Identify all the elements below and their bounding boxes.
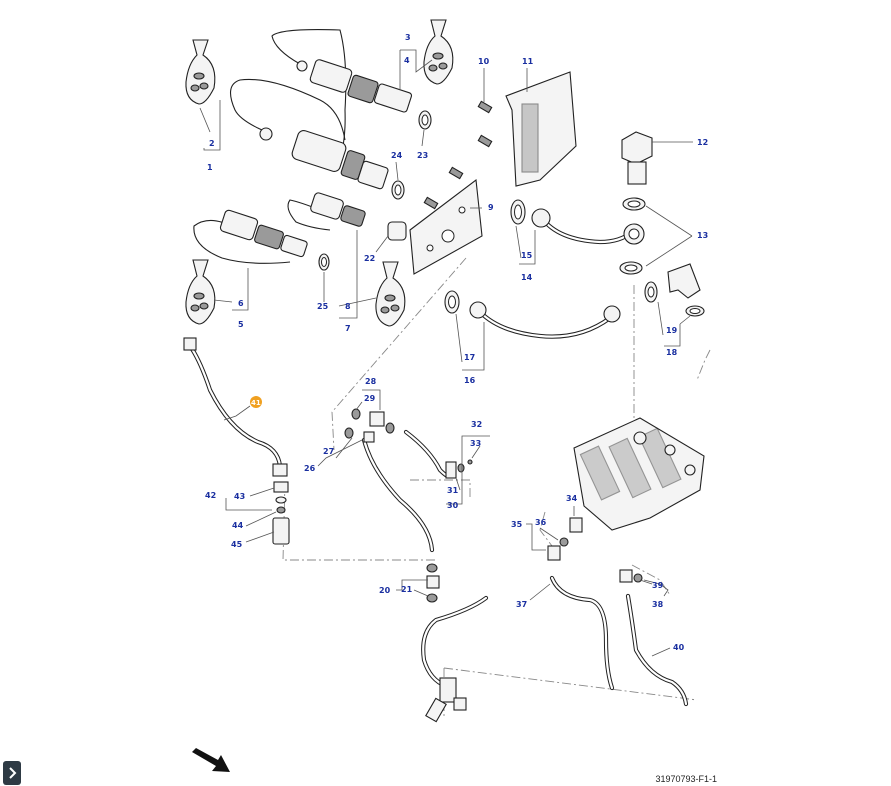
- callout-36[interactable]: 36: [535, 518, 547, 527]
- coupler-cable-middle: [229, 78, 346, 141]
- fittings-34: [547, 517, 583, 561]
- callout-24[interactable]: 24: [391, 151, 403, 160]
- coupler-bottom: [310, 192, 366, 227]
- drawing-code: 31970793-F1-1: [655, 774, 717, 784]
- callout-23[interactable]: 23: [417, 151, 428, 160]
- callout-41: 41: [251, 399, 261, 407]
- callout-26[interactable]: 26: [304, 464, 316, 473]
- callout-33[interactable]: 33: [470, 439, 481, 448]
- control-valve-block: [573, 417, 705, 531]
- callout-28[interactable]: 28: [365, 377, 377, 386]
- bracket-11: [505, 71, 577, 187]
- callout-6[interactable]: 6: [238, 299, 244, 308]
- fittings-38: [619, 569, 643, 583]
- pipe-26: [361, 437, 435, 553]
- washers: [318, 110, 705, 317]
- leader-lines: [199, 49, 693, 657]
- pipe-17: [477, 309, 613, 339]
- callout-8[interactable]: 8: [345, 302, 351, 311]
- callout-10[interactable]: 10: [478, 57, 490, 66]
- callout-4[interactable]: 4: [404, 56, 410, 65]
- callout-12[interactable]: 12: [697, 138, 708, 147]
- fittings-21: [426, 563, 440, 603]
- elbow-19: [667, 263, 701, 299]
- coupler-cable-upper: [271, 29, 347, 159]
- direction-arrow-icon: [192, 748, 230, 772]
- parts-bag-top-middle: [423, 19, 454, 85]
- mounting-plate-9: [409, 178, 483, 275]
- banjo-bolt-12: [621, 131, 653, 185]
- callout-18[interactable]: 18: [666, 348, 678, 357]
- coupler-lower: [219, 209, 308, 258]
- fittings-42: [272, 481, 290, 545]
- parts-bag-bottom-left: [185, 259, 216, 325]
- callout-13[interactable]: 13: [697, 231, 708, 240]
- coupler-upper: [296, 59, 413, 113]
- callout-39[interactable]: 39: [652, 581, 664, 590]
- callout-22[interactable]: 22: [364, 254, 375, 263]
- callout-15[interactable]: 15: [521, 251, 533, 260]
- callout-19[interactable]: 19: [666, 326, 678, 335]
- chevron-right-icon: [9, 767, 17, 779]
- tee-fitting: [425, 677, 467, 723]
- callout-3[interactable]: 3: [405, 33, 411, 42]
- callout-42[interactable]: 42: [205, 491, 216, 500]
- callout-11[interactable]: 11: [522, 57, 534, 66]
- coupler-cable-lower: [193, 219, 291, 264]
- parts-bag-top-left: [185, 39, 216, 105]
- callout-41-highlight[interactable]: 41: [250, 396, 262, 408]
- callout-43[interactable]: 43: [234, 492, 245, 501]
- pipe-41: [187, 343, 283, 469]
- callout-5[interactable]: 5: [238, 320, 244, 329]
- callout-21[interactable]: 21: [401, 585, 413, 594]
- parts-bag-bottom-middle: [375, 261, 406, 327]
- callout-25[interactable]: 25: [317, 302, 329, 311]
- expand-panel-button[interactable]: [3, 761, 21, 785]
- callout-2[interactable]: 2: [209, 139, 215, 148]
- callout-20[interactable]: 20: [379, 586, 391, 595]
- callout-38[interactable]: 38: [652, 600, 664, 609]
- callout-labels: 1 2 3 4 5 6 7 8 9 10 11 12 13 14 15 16 1…: [205, 33, 708, 652]
- fittings-31: [445, 459, 473, 479]
- fittings-28: [344, 408, 395, 443]
- callout-7[interactable]: 7: [345, 324, 351, 333]
- callout-31[interactable]: 31: [447, 486, 459, 495]
- hose-37: [549, 575, 615, 691]
- callout-9[interactable]: 9: [488, 203, 494, 212]
- callout-34[interactable]: 34: [566, 494, 578, 503]
- callout-37[interactable]: 37: [516, 600, 527, 609]
- callout-35[interactable]: 35: [511, 520, 523, 529]
- coupler-middle: [259, 127, 389, 190]
- pipe-30: [403, 429, 453, 479]
- callout-17[interactable]: 17: [464, 353, 475, 362]
- callout-32[interactable]: 32: [471, 420, 482, 429]
- callout-1[interactable]: 1: [207, 163, 213, 172]
- callout-29[interactable]: 29: [364, 394, 376, 403]
- coupler-cable-bottom: [287, 199, 331, 231]
- callout-45[interactable]: 45: [231, 540, 243, 549]
- callout-16[interactable]: 16: [464, 376, 476, 385]
- bolts: [423, 100, 493, 210]
- callout-27[interactable]: 27: [323, 447, 334, 456]
- callout-40[interactable]: 40: [673, 643, 685, 652]
- callout-44[interactable]: 44: [232, 521, 244, 530]
- pipe-20: [421, 595, 489, 689]
- callout-30[interactable]: 30: [447, 501, 459, 510]
- callout-14[interactable]: 14: [521, 273, 533, 282]
